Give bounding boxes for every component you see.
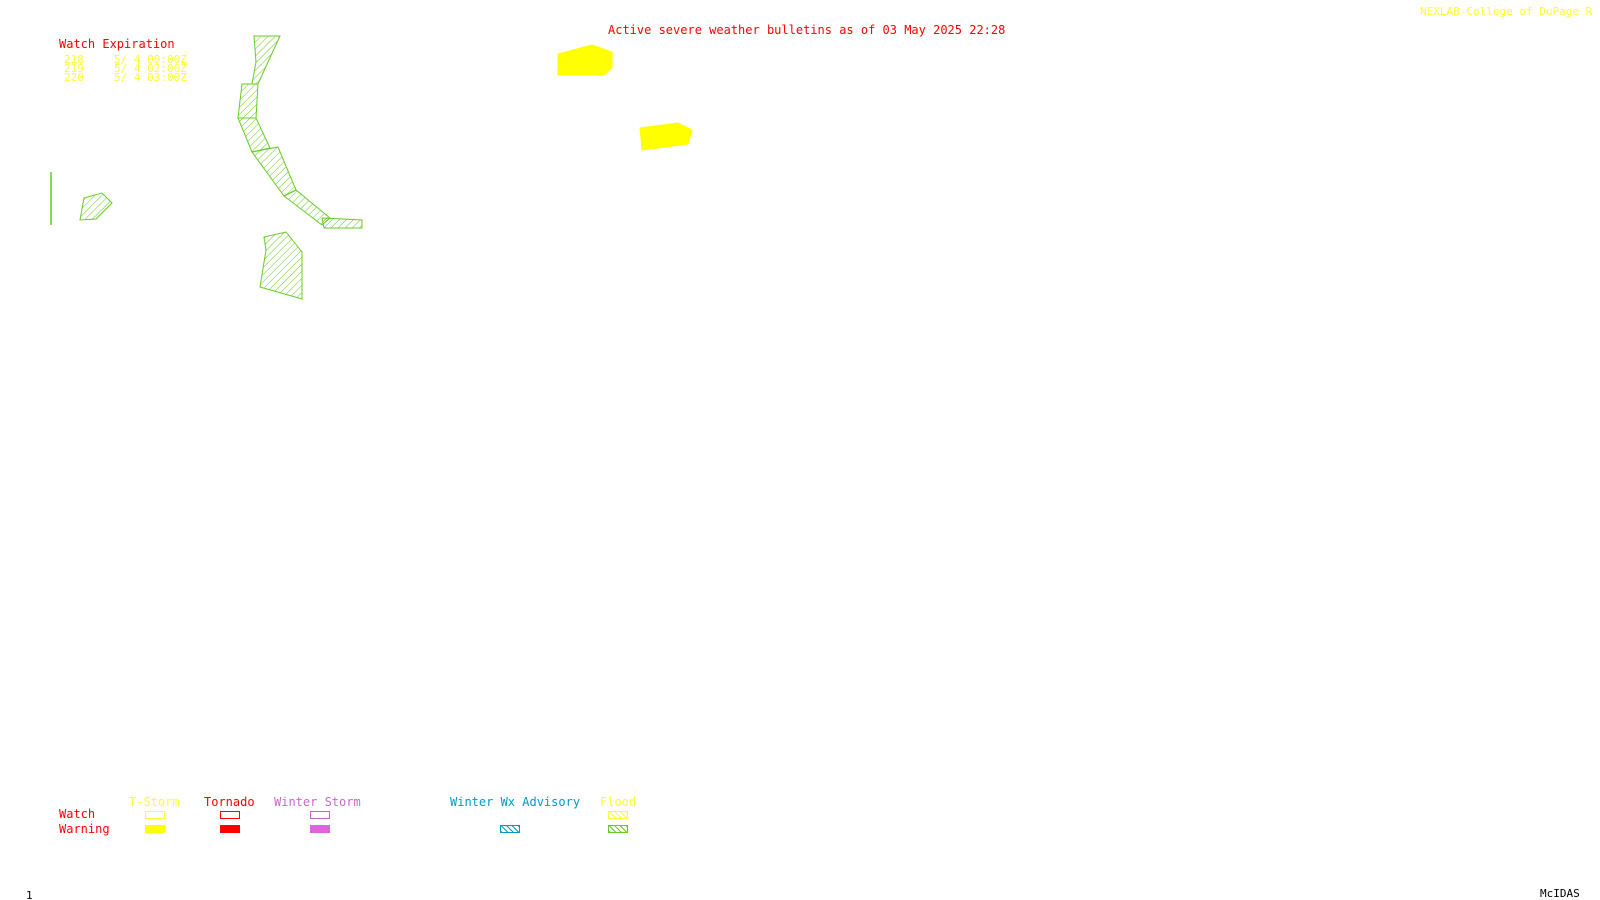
legend-winter-storm-heading: Winter Storm — [274, 795, 361, 809]
flood-warning-swatch — [608, 825, 628, 833]
watch-expires: 5/ 4 03:00Z — [114, 71, 187, 84]
flood-warning-polygon — [259, 231, 303, 300]
watch-row: 219 5/ 4 02:00Z — [64, 62, 187, 75]
watch-number: 220 — [64, 71, 84, 84]
watch-number: 218 — [64, 53, 84, 66]
legend-tornado-heading: Tornado — [204, 795, 255, 809]
tstorm-warning-polygon — [557, 44, 613, 76]
tstorm-warning-polygon — [639, 122, 693, 151]
flood-warning-polygon — [79, 192, 113, 221]
legend-tstorm-heading: T-Storm — [129, 795, 180, 809]
credit-label: NEXLAB-College of DuPage R — [1420, 5, 1593, 18]
tornado-watch-swatch — [220, 811, 240, 819]
tornado-warning-swatch — [220, 825, 240, 833]
tstorm-watch-swatch — [145, 811, 165, 819]
flood-warning-polygon — [237, 83, 259, 119]
watch-expiration-heading: Watch Expiration — [59, 37, 175, 51]
flood-warning-polygon — [251, 35, 281, 85]
legend-warning-label: Warning — [59, 822, 110, 836]
tstorm-warning-swatch — [145, 825, 165, 833]
legend-flood-heading: Flood — [600, 795, 637, 809]
winter-storm-warning-swatch — [310, 825, 330, 833]
flood-watch-swatch — [608, 811, 628, 819]
flood-warning-polygon — [251, 146, 297, 197]
watch-expires: 5/ 4 00:00Z — [114, 53, 187, 66]
legend-watch-label: Watch — [59, 807, 96, 821]
frame-number: 1 — [26, 889, 33, 900]
flood-warning-polygon — [237, 117, 271, 153]
bulletin-title: Active severe weather bulletins as of 03… — [608, 23, 1006, 37]
legend-winter-advisory-heading: Winter Wx Advisory — [450, 795, 581, 809]
watch-row: 218 5/ 4 00:00Z — [64, 53, 187, 66]
winter-storm-watch-swatch — [310, 811, 330, 819]
watch-row: 220 5/ 4 03:00Z — [64, 71, 187, 84]
software-label: McIDAS — [1540, 887, 1580, 900]
watch-number: 219 — [64, 62, 84, 75]
flood-warning-polygon — [321, 217, 363, 229]
watch-expires: 5/ 4 02:00Z — [114, 62, 187, 75]
winter-advisory-warning-swatch — [500, 825, 520, 833]
